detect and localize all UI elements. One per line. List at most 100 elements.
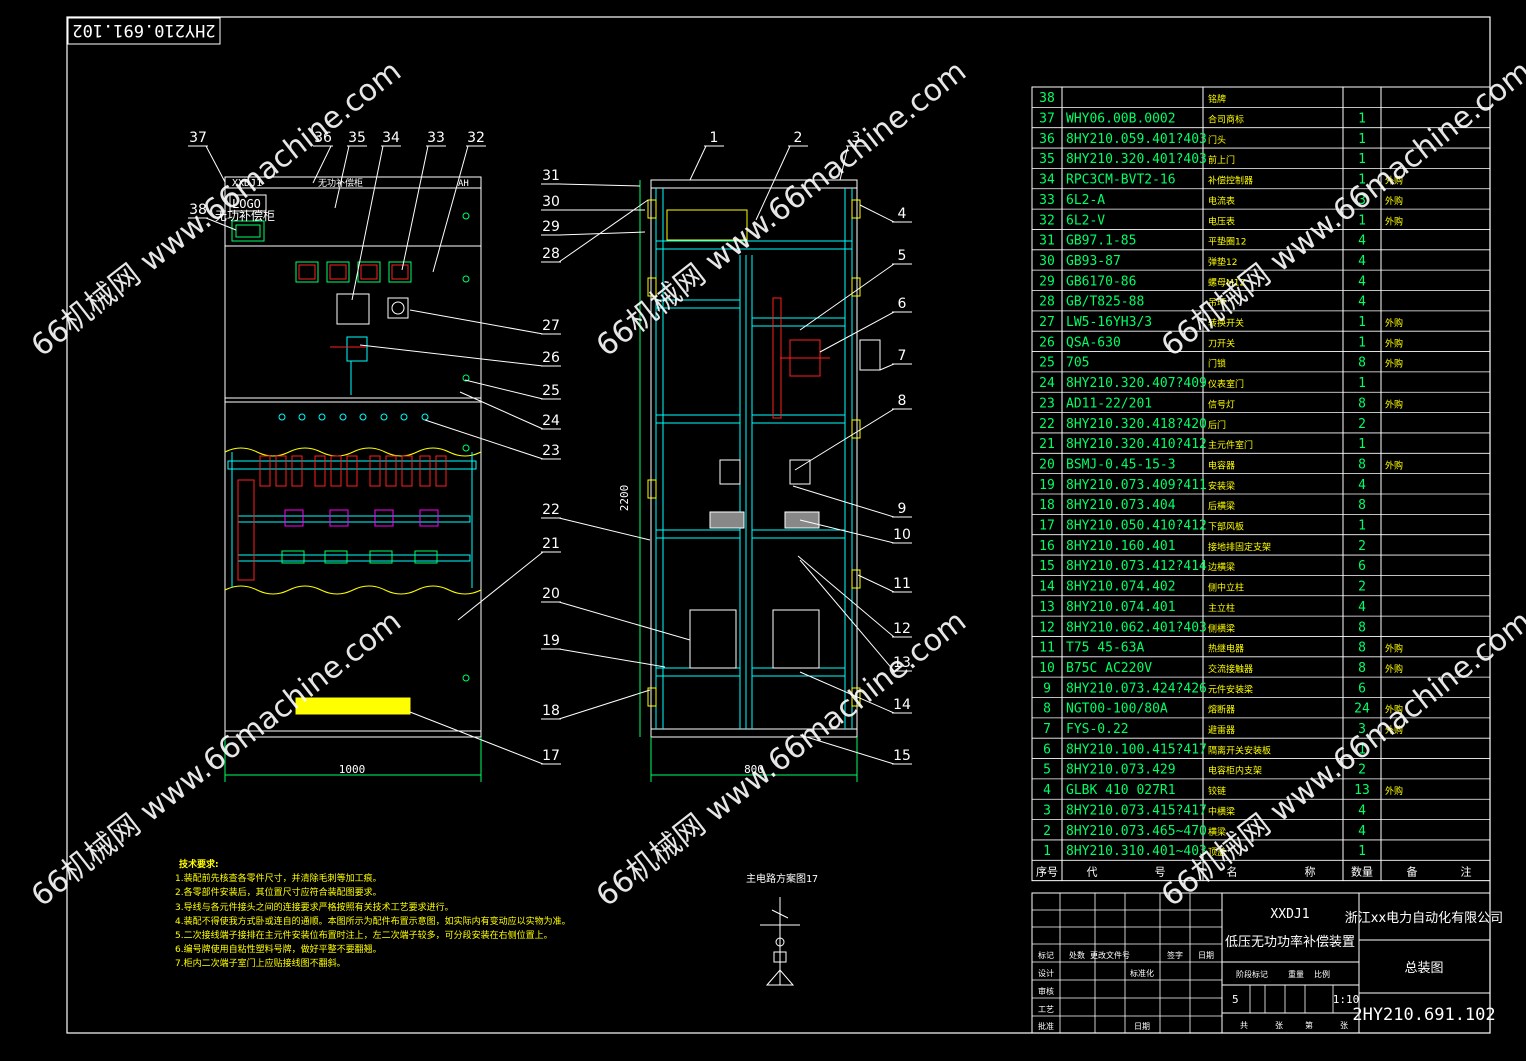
bom-cell-name: 电流表	[1208, 195, 1235, 207]
bom-header-cell: 号	[1155, 865, 1166, 878]
title-date-label: 日期	[1134, 1022, 1150, 1031]
depth-dimension: 800	[744, 763, 764, 776]
logo-text: LOGO	[232, 197, 261, 211]
bom-cell-code: 6L2-A	[1066, 193, 1105, 208]
bom-cell-name: 前上门	[1208, 154, 1235, 166]
title-std-label: 标准化	[1130, 968, 1154, 978]
callout-number: 17	[542, 748, 560, 764]
bom-cell-name: 侧中立柱	[1208, 582, 1244, 594]
bom-cell-name: 避雷器	[1208, 724, 1235, 736]
callout-leader	[205, 145, 226, 183]
callout-number: 29	[542, 219, 560, 235]
bom-cell-name: 交流接触器	[1208, 663, 1253, 675]
bom-cell-code: GLBK 410 027R1	[1066, 783, 1176, 798]
bom-cell-code: 8HY210.073.404	[1066, 498, 1176, 513]
note-item: 1.装配前先核查各零件尺寸，并清除毛刺等加工痕。	[175, 874, 382, 885]
callout-number: 10	[893, 527, 911, 543]
callout-number: 34	[382, 130, 400, 146]
width-dimension: 1000	[339, 763, 366, 776]
bom-cell-no: 24	[1039, 376, 1055, 391]
callout-number: 1	[710, 130, 719, 146]
callout-number: 31	[542, 168, 560, 184]
callout-number: 25	[542, 383, 560, 399]
bom-cell-code: T75 45-63A	[1066, 641, 1144, 656]
callout-leader	[799, 671, 895, 714]
callout-number: 24	[542, 413, 560, 429]
bom-cell-name: 电压表	[1208, 215, 1235, 227]
bom-cell-qty: 8	[1358, 356, 1366, 371]
bom-cell-code: 8HY210.310.401~403	[1066, 844, 1207, 859]
bom-cell-name: 侧横梁	[1208, 622, 1235, 634]
bom-cell-no: 2	[1043, 824, 1051, 839]
callout-number: 35	[348, 130, 366, 146]
callout-number: 2	[794, 130, 803, 146]
bom-cell-qty: 1	[1358, 519, 1366, 534]
callout-leader	[689, 145, 707, 181]
bom-cell-qty: 8	[1358, 396, 1366, 411]
bom-cell-name: 转换开关	[1208, 317, 1244, 329]
callout-leader	[464, 379, 544, 400]
title-row-label: 标记	[1038, 950, 1054, 960]
callout-number: 36	[314, 130, 332, 146]
callout-leader	[459, 391, 544, 430]
bom-cell-qty: 1	[1358, 213, 1366, 228]
bom-cell-no: 12	[1039, 620, 1055, 635]
title-ratio: 比例	[1314, 969, 1330, 979]
bom-cell-no: 14	[1039, 580, 1055, 595]
bom-cell-no: 25	[1039, 356, 1055, 371]
callout-number: 5	[898, 248, 907, 264]
callout-leader	[409, 309, 544, 335]
callout-leader	[424, 419, 544, 460]
bom-cell-name: 安装梁	[1208, 480, 1235, 492]
note-item: 3.导线与各元件接头之间的连接要求严格按照有关技术工艺要求进行。	[175, 902, 454, 913]
callout-leader	[792, 485, 895, 518]
bom-cell-name: 铭牌	[1208, 93, 1226, 105]
bom-cell-name: 信号灯	[1208, 398, 1235, 410]
bom-cell-name: 后门	[1208, 419, 1226, 431]
bom-header-cell: 数量	[1351, 865, 1373, 878]
bom-cell-qty: 3	[1358, 193, 1366, 208]
callout-number: 33	[427, 130, 445, 146]
bom-cell-no: 15	[1039, 559, 1055, 574]
callout-leader	[558, 231, 646, 236]
callout-leader	[819, 311, 895, 353]
callout-number: 9	[898, 501, 907, 517]
title-scale: 1:10	[1333, 993, 1360, 1006]
bom-cell-no: 32	[1039, 213, 1055, 228]
bom-cell-no: 35	[1039, 152, 1055, 167]
bom-cell-no: 8	[1043, 702, 1051, 717]
callout-leader	[351, 145, 384, 301]
bom-cell-code: 8HY210.074.402	[1066, 580, 1176, 595]
bom-header-cell: 名	[1227, 864, 1238, 878]
bom-cell-remark: 外购	[1385, 358, 1403, 370]
bom-cell-qty: 1	[1358, 173, 1366, 188]
bom-cell-no: 30	[1039, 254, 1055, 269]
bom-cell-qty: 6	[1358, 681, 1366, 696]
bom-cell-code: BSMJ-0.45-15-3	[1066, 457, 1176, 472]
title-row-label: 设计	[1038, 968, 1054, 978]
bom-cell-qty: 2	[1358, 763, 1366, 778]
drawing-number-box	[67, 17, 221, 45]
note-item: 6.编号牌使用自粘性塑料号牌，做好平整不要翻翘。	[175, 945, 382, 956]
bom-cell-name: 补偿控制器	[1208, 175, 1253, 187]
bom-cell-qty: 6	[1358, 559, 1366, 574]
bom-cell-name: 热继电器	[1208, 643, 1244, 655]
bom-cell-no: 36	[1039, 132, 1055, 147]
bom-cell-remark: 外购	[1385, 215, 1403, 227]
bom-cell-no: 9	[1043, 681, 1051, 696]
bom-cell-remark: 外购	[1385, 724, 1403, 736]
callout-number: 37	[189, 130, 207, 146]
title-row-label: 审核	[1038, 986, 1054, 996]
bom-cell-no: 22	[1039, 417, 1055, 432]
front-cabinet-outline	[224, 176, 482, 738]
title-page: 第	[1305, 1020, 1313, 1030]
bom-cell-qty: 8	[1358, 620, 1366, 635]
bom-cell-code: LW5-16YH3/3	[1066, 315, 1152, 330]
title-row-label: 工艺	[1038, 1005, 1054, 1014]
callout-number: 13	[893, 655, 911, 671]
bom-cell-code: AD11-22/201	[1066, 396, 1152, 411]
hinge-group	[647, 199, 861, 707]
